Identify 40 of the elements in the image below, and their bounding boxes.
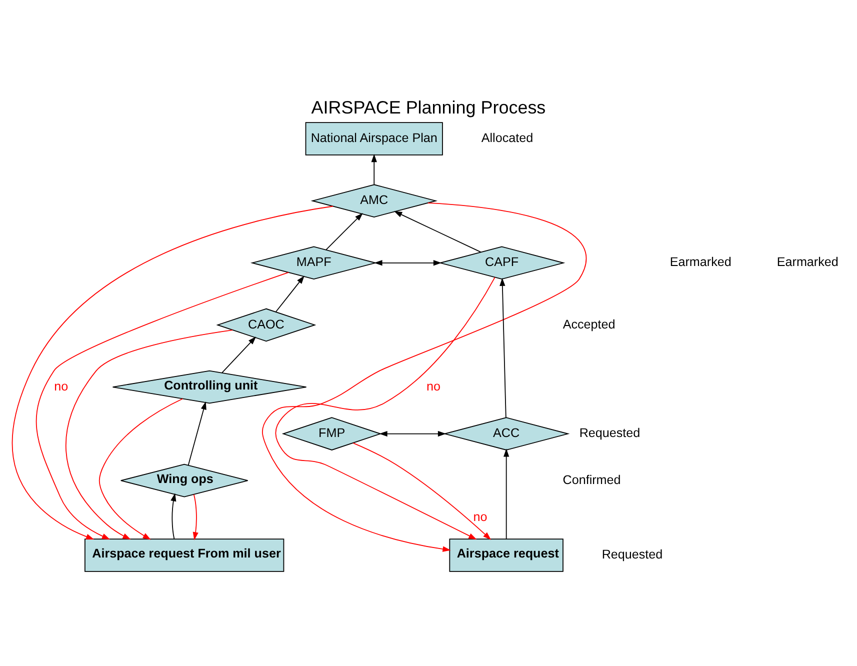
- label: Earmarked: [670, 254, 732, 269]
- node-box: Airspace request: [449, 538, 564, 572]
- arrow: [371, 153, 377, 184]
- arrow: [326, 212, 363, 250]
- edge-label: no: [426, 378, 440, 393]
- arrow: [222, 336, 256, 373]
- label: Accepted: [562, 316, 616, 331]
- arrow: [66, 329, 233, 540]
- arrow: [36, 272, 289, 539]
- arrow: [262, 202, 586, 552]
- node-diamond: FMP: [282, 416, 382, 450]
- arrow: [379, 430, 446, 436]
- arrow: [275, 276, 496, 540]
- node-diamond: Wing ops: [120, 463, 248, 497]
- label: Earmarked: [776, 254, 838, 269]
- node-box: Airspace request From mil user: [84, 538, 284, 572]
- arrow: [192, 494, 198, 540]
- arrow: [394, 210, 482, 252]
- label: Requested: [579, 426, 640, 440]
- node-diamond: CAOC: [216, 308, 316, 342]
- node-diamond: MAPF: [250, 246, 378, 280]
- diagram-title: AIRSPACE Planning Process: [311, 97, 546, 118]
- node-diamond: ACC: [442, 416, 570, 450]
- edge-label: no: [473, 510, 488, 524]
- arrow: [374, 260, 442, 266]
- node-box: National Airspace Plan: [305, 122, 443, 155]
- label: Confirmed: [562, 472, 621, 486]
- arrow: [500, 277, 506, 418]
- label: Requested: [602, 547, 663, 562]
- arrow: [275, 275, 304, 312]
- node-diamond: CAPF: [438, 246, 566, 280]
- arrow: [12, 205, 334, 539]
- node-diamond: Controlling unit: [112, 370, 307, 404]
- label: Allocated: [481, 130, 534, 145]
- arrow: [188, 400, 206, 466]
- arrow: [170, 492, 176, 539]
- edge-label: no: [54, 378, 68, 393]
- arrow: [98, 398, 184, 540]
- arrow: [352, 442, 492, 540]
- arrow: [504, 448, 510, 539]
